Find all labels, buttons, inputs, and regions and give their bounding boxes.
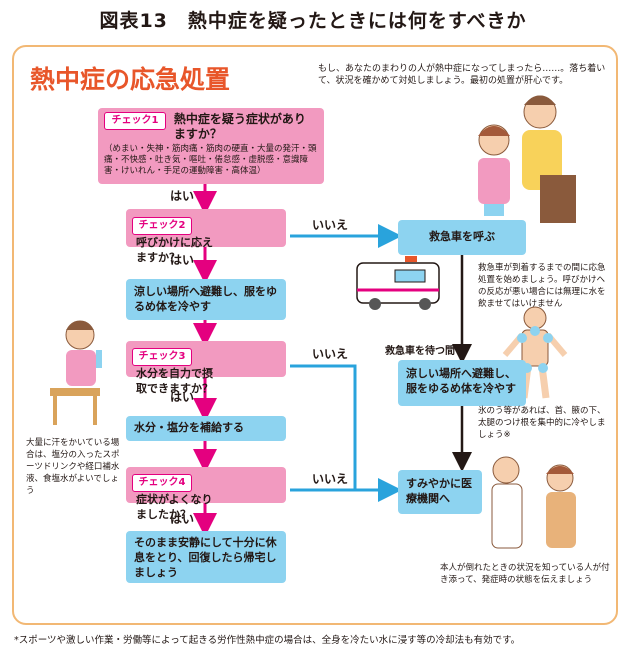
check3-question: 水分を自力で摂取できますか？ [136, 367, 213, 395]
call-ambulance-box: 救急車を呼ぶ [398, 220, 526, 255]
intro-text: もし、あなたのまわりの人が熱中症になってしまったら……。落ち着いて、状況を確かめ… [318, 64, 606, 86]
step-water-text: 水分・塩分を補給する [134, 421, 244, 434]
step-cool-box: 涼しい場所へ避難し、服をゆるめ体を冷やす [126, 279, 286, 320]
figure-title: 図表13 熱中症を疑ったときには何をすべきか [99, 10, 527, 32]
left-note: 大量に汗をかいている場合は、塩分の入ったスポーツドリンクや経口補水液、食塩水がよ… [26, 438, 120, 496]
right-cool-text: 涼しい場所へ避難し、服をゆるめ体を冷やす [406, 367, 516, 395]
check1-question: 熱中症を疑う症状がありますか？ [173, 112, 306, 141]
no-label-4: いいえ [312, 472, 349, 486]
yes-label-1: はい [170, 189, 195, 203]
step-cool-text: 涼しい場所へ避難し、服をゆるめ体を冷やす [134, 285, 277, 313]
waiting-label: 救急車を待つ間 [385, 346, 455, 357]
drinking-person-illustration [50, 320, 102, 425]
yes-label-3: はい [170, 390, 195, 404]
check2-box: チェック2 呼びかけに応えますか？ [126, 209, 286, 264]
check3-box: チェック3 水分を自力で摂取できますか？ [126, 341, 286, 395]
main-title: 熱中症の応急処置 [30, 65, 231, 94]
check1-box: チェック1 熱中症を疑う症状がありますか？ （めまい・失神・筋肉痛・筋肉の硬直・… [98, 108, 324, 184]
call-ambulance-text: 救急車を呼ぶ [429, 230, 495, 243]
check1-symptoms: （めまい・失神・筋肉痛・筋肉の硬直・大量の発汗・頭痛・不快感・吐き気・嘔吐・倦怠… [104, 144, 317, 176]
no-label-3: いいえ [312, 347, 349, 361]
step-rest-text: そのまま安静にして十分に休息をとり、回復したら帰宅しましょう [134, 536, 277, 579]
check3-tag: チェック3 [132, 348, 192, 366]
step-water-box: 水分・塩分を補給する [126, 416, 286, 441]
ambulance-illustration [356, 256, 440, 310]
hospital-note: 本人が倒れたときの状況を知っている人が付き添って、発症時の状態を伝えましょう [440, 563, 610, 585]
footnote: *スポーツや激しい作業・労働等によって起きる労作性熱中症の場合は、全身を冷たい水… [14, 635, 521, 646]
hospital-box: すみやかに医療機関へ [398, 470, 482, 514]
hospital-text: すみやかに医療機関へ [406, 477, 472, 505]
yes-label-4: はい [170, 512, 195, 526]
ice-note: 氷のう等があれば、首、腋の下、太腿のつけ根を集中的に冷やしましょう※ [478, 406, 606, 440]
check4-box: チェック4 症状がよくなりましたか？ [126, 467, 286, 521]
step-rest-box: そのまま安静にして十分に休息をとり、回復したら帰宅しましょう [126, 531, 286, 583]
arrow-no3-line [290, 364, 357, 490]
nurse-illustration [491, 456, 576, 549]
yes-label-2: はい [170, 253, 195, 267]
check2-tag: チェック2 [132, 217, 192, 235]
no-label-2: いいえ [312, 218, 349, 232]
right-cool-box: 涼しい場所へ避難し、服をゆるめ体を冷やす [398, 360, 526, 406]
check4-question: 症状がよくなりましたか？ [136, 493, 213, 521]
check4-tag: チェック4 [132, 474, 192, 492]
ambulance-note: 救急車が到着するまでの間に応急処置を始めましょう。呼びかけへの反応が悪い場合には… [478, 263, 606, 309]
check2-question: 呼びかけに応えますか？ [136, 236, 213, 264]
caregiver-illustration [478, 95, 576, 223]
check1-tag: チェック1 [104, 112, 166, 130]
